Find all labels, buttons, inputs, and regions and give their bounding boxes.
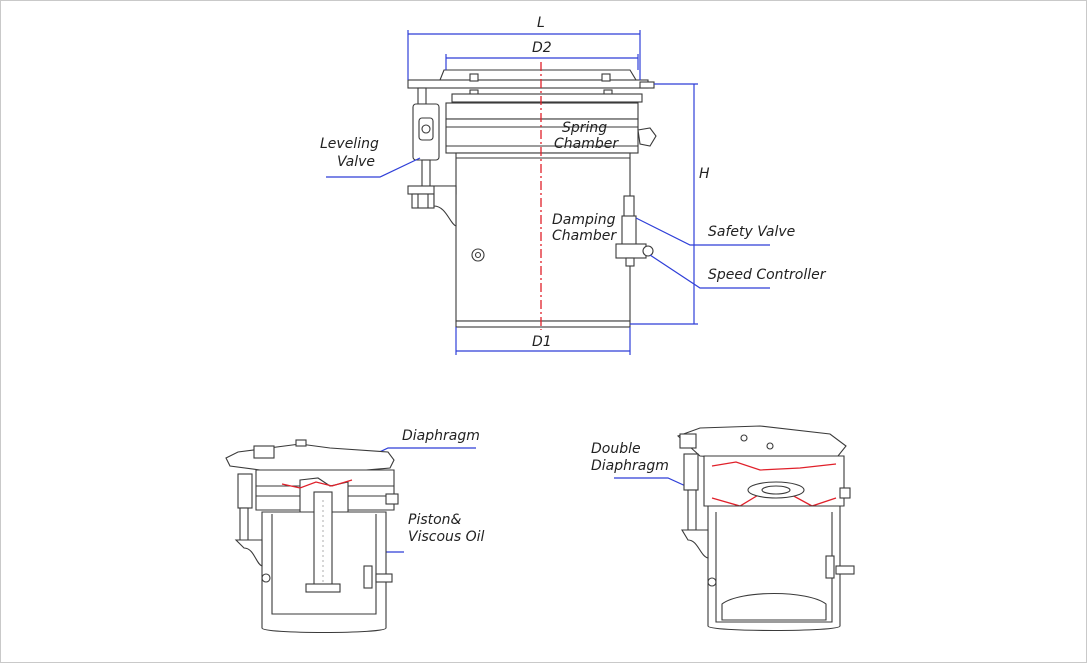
top-plate xyxy=(407,79,649,89)
label-speed-controller: Speed Controller xyxy=(708,267,827,283)
spring-chamber xyxy=(445,118,639,154)
bottom-ring xyxy=(455,320,631,328)
damping-chamber-body xyxy=(455,152,631,322)
label-d2: D2 xyxy=(532,40,552,56)
section-view-left xyxy=(225,439,399,634)
label-d1: D1 xyxy=(532,334,552,350)
label-spring-chamber-line2: Chamber xyxy=(554,136,619,152)
label-piston-line2: Viscous Oil xyxy=(408,529,485,545)
label-double-diaphragm-line1: Double xyxy=(591,441,641,457)
label-h: H xyxy=(699,166,710,182)
speed-controller xyxy=(615,243,647,259)
speed-controller-leader xyxy=(649,254,770,289)
label-leveling-valve-line2: Valve xyxy=(337,154,375,170)
label-damping-chamber-line2: Chamber xyxy=(552,228,617,244)
label-l: L xyxy=(537,15,545,31)
upper-ring xyxy=(451,93,643,103)
section-view-right xyxy=(676,425,855,632)
leveling-valve-leader xyxy=(326,157,421,178)
label-diaphragm: Diaphragm xyxy=(402,428,480,444)
top-plate-flange xyxy=(439,69,637,81)
label-double-diaphragm-line2: Diaphragm xyxy=(591,458,669,474)
diaphragm-line xyxy=(281,479,353,489)
dimensions xyxy=(407,30,698,355)
label-damping-chamber-line1: Damping xyxy=(552,212,616,228)
label-leveling-valve-line1: Leveling xyxy=(320,136,379,152)
main-elevation-view xyxy=(407,62,657,330)
spring-chamber-cap xyxy=(445,102,639,120)
label-piston-line1: Piston& xyxy=(408,512,462,528)
safety-valve-leader xyxy=(635,217,770,246)
label-safety-valve: Safety Valve xyxy=(708,224,795,240)
double-diaphragm-leader xyxy=(614,477,691,489)
label-spring-chamber-line1: Spring xyxy=(562,120,607,136)
mounting-bracket xyxy=(433,185,457,227)
upper-diaphragm-line xyxy=(711,461,837,471)
